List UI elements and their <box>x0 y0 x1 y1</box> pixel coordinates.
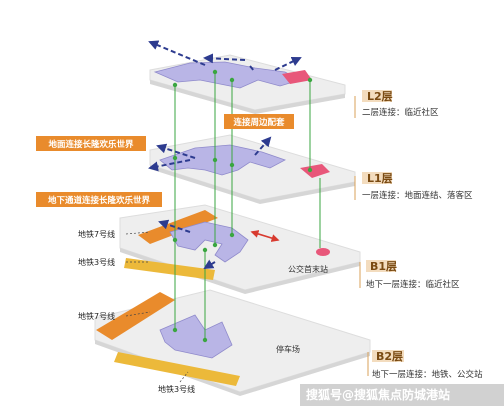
watermark: 搜狐号@搜狐焦点防城港站 <box>306 387 450 402</box>
b1-metro3-bar <box>124 258 215 280</box>
label-parking: 停车场 <box>276 344 300 354</box>
callout-underground: 地下通道连接长隆欢乐世界 <box>36 192 162 207</box>
label-metro3-b2: 地铁3号线 <box>158 384 195 394</box>
label-bus-terminal: 公交首末站 <box>288 264 328 274</box>
b2-corridor <box>159 314 233 359</box>
connector-nodes <box>172 69 313 343</box>
label-metro7-b2: 地铁7号线 <box>78 311 115 321</box>
floor-l1-desc: 一层连接：地面连结、落客区 <box>362 190 473 201</box>
callout-periphery-text: 连接周边配套 <box>233 117 285 128</box>
floor-b2-name: B2层 <box>376 350 403 363</box>
floor-b1-desc: 地下一层连接：临近社区 <box>366 279 460 290</box>
flow-arrows <box>148 40 302 270</box>
l1-pink-area <box>300 164 330 178</box>
floor-b2-desc: 地下一层连接：地铁、公交站 <box>372 369 483 380</box>
bus-terminal-marker <box>316 248 330 256</box>
b2-metro3-bar <box>114 352 240 386</box>
l1-corridor <box>159 144 286 176</box>
watermark-bg <box>300 384 504 406</box>
label-metro3-b1: 地铁3号线 <box>78 257 115 267</box>
tag-l1: L1层 一层连接：地面连结、落客区 <box>354 172 473 201</box>
floor-l1-name: L1层 <box>367 172 393 185</box>
floor-b2-slab <box>94 289 371 396</box>
label-metro7-b1: 地铁7号线 <box>78 229 115 239</box>
tag-b1: B1层 地下一层连接：临近社区 <box>359 260 460 290</box>
b1-red-arrow <box>250 230 280 242</box>
callout-ground-text: 地面连接长隆欢乐世界 <box>48 139 134 150</box>
l2-corridor <box>153 61 302 89</box>
callout-underground-text: 地下通道连接长隆欢乐世界 <box>48 195 151 206</box>
callout-periphery: 连接周边配套 <box>224 114 294 129</box>
floor-l2-name: L2层 <box>367 90 393 103</box>
callout-ground: 地面连接长隆欢乐世界 <box>36 136 146 151</box>
floor-b1-name: B1层 <box>370 260 397 273</box>
tag-b2: B2层 地下一层连接：地铁、公交站 <box>367 350 483 380</box>
l2-pink-area <box>282 70 312 84</box>
b2-metro7-bar <box>96 292 175 340</box>
floor-l2-desc: 二层连接：临近社区 <box>362 107 439 118</box>
tag-l2: L2层 二层连接：临近社区 <box>354 90 439 118</box>
